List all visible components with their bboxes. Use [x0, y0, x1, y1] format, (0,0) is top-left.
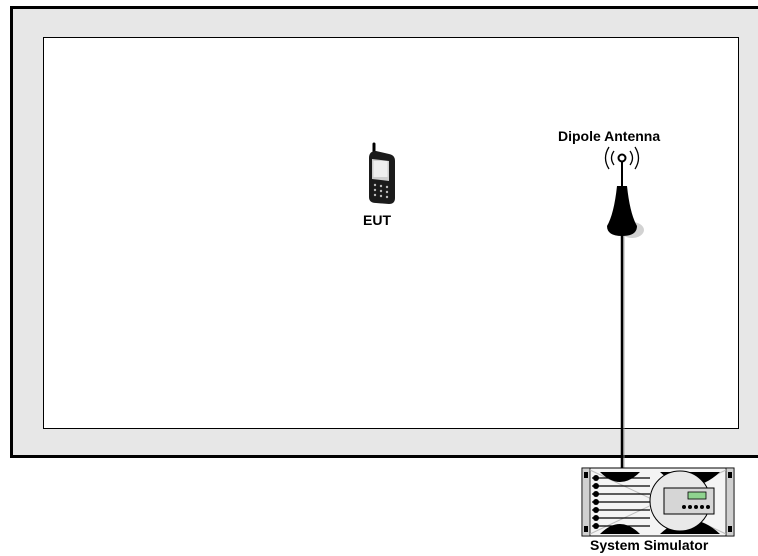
system-simulator-label: System Simulator [590, 537, 709, 553]
mobile-phone-icon [369, 142, 395, 204]
dipole-antenna-label: Dipole Antenna [558, 128, 661, 144]
eut-label: EUT [363, 212, 391, 228]
dipole-antenna-icon [604, 146, 644, 238]
system-simulator-icon [581, 467, 735, 537]
